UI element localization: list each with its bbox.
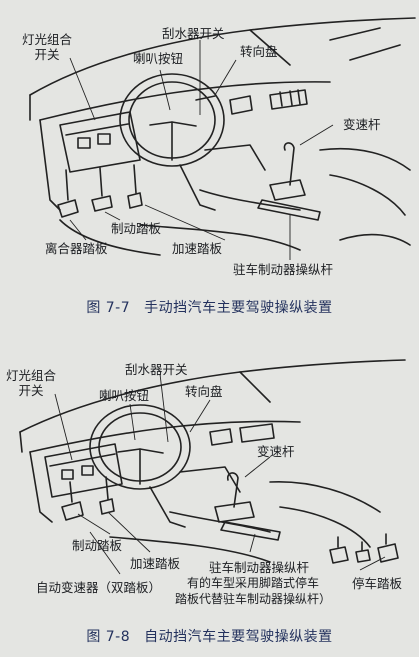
fig1-parking-brake-lever-label: 驻车制动器操纵杆 [233,262,334,277]
fig1-caption-number: 图 7-7 [86,300,131,316]
fig2-parking-brake-lever-label: 驻车制动器操纵杆 [209,560,310,575]
fig2-parking-pedal-label: 停车踏板 [352,576,403,591]
fig2-caption-text: 自动挡汽车主要驾驶操纵装置 [144,629,333,645]
fig2-auto-transmission-label: 自动变速器（双踏板） [36,580,162,595]
fig2-foot-parking-note: 有的车型采用脚踏式停车 踏板代替驻车制动器操纵杆） [175,576,332,606]
fig1-light-switch-label: 灯光组合 开关 [22,32,73,62]
fig1-caption: 图 7-7 手动挡汽车主要驾驶操纵装置 [0,297,419,317]
fig1-caption-text: 手动挡汽车主要驾驶操纵装置 [144,300,333,316]
fig2-light-switch-label: 灯光组合 开关 [6,368,57,398]
fig1-steering-wheel-label: 转向盘 [240,44,278,59]
fig2-gear-lever-label: 变速杆 [257,444,295,459]
fig2-brake-pedal-label: 制动踏板 [72,538,123,553]
fig1-horn-button-label: 喇叭按钮 [133,51,184,66]
fig2-caption-number: 图 7-8 [86,629,131,645]
fig1-brake-pedal-label: 制动踏板 [111,221,162,236]
fig2-horn-button-label: 喇叭按钮 [99,388,150,403]
fig1-accelerator-pedal-label: 加速踏板 [172,241,223,256]
fig1-clutch-pedal-label: 离合器踏板 [45,241,108,256]
fig2-accelerator-pedal-label: 加速踏板 [130,556,181,571]
fig1-wiper-switch-label: 刮水器开关 [162,26,225,41]
manual-car-dashboard-illustration [29,17,416,260]
fig2-caption: 图 7-8 自动挡汽车主要驾驶操纵装置 [0,626,419,646]
fig2-steering-wheel-label: 转向盘 [185,384,223,399]
fig2-wiper-switch-label: 刮水器开关 [125,362,188,377]
automatic-car-dashboard-illustration [19,359,406,575]
fig1-gear-lever-label: 变速杆 [343,117,381,132]
